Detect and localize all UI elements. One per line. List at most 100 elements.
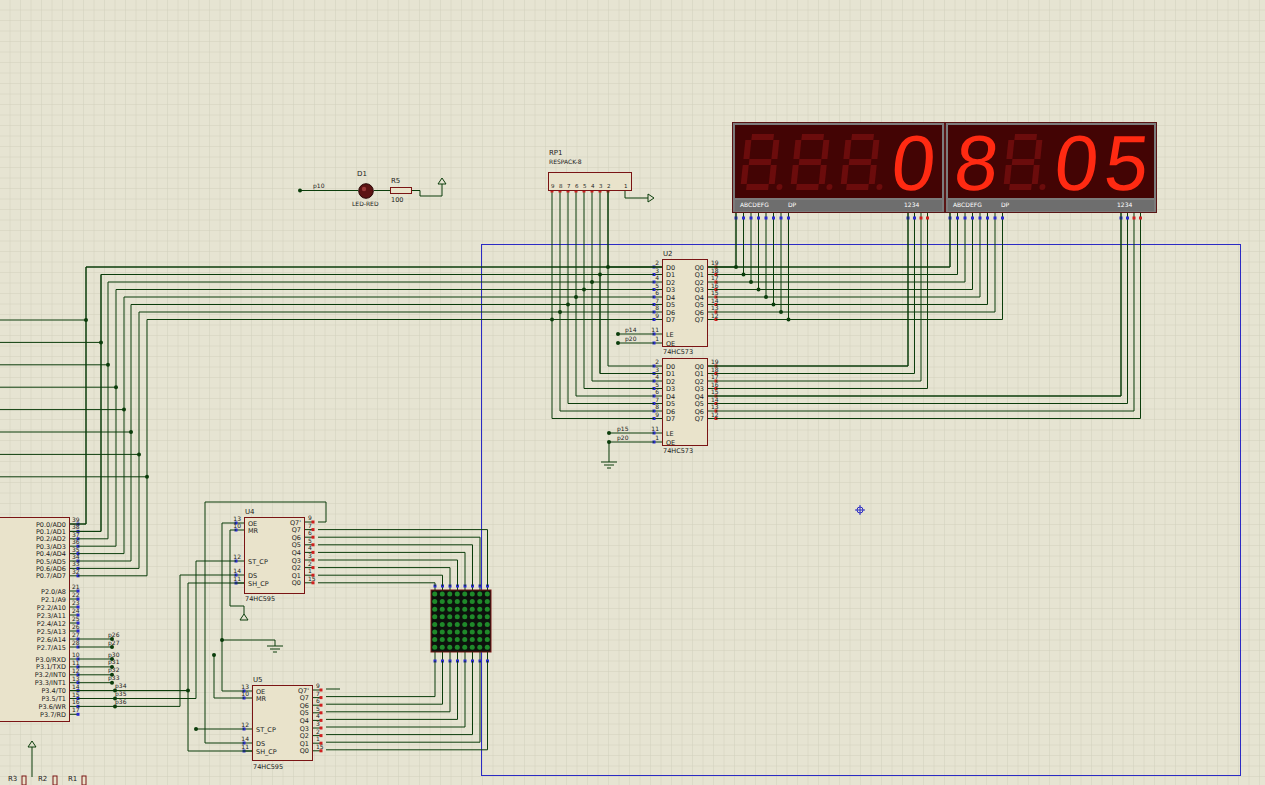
pin-number: 13 [711, 305, 719, 311]
junction-dot [616, 332, 620, 336]
pin-name: Q3 [695, 287, 704, 294]
matrix-led [440, 599, 445, 604]
segment-label: 1234 [1117, 202, 1132, 208]
microcontroller-chip: P0.0/AD0P0.1/AD1P0.2/AD2P0.3/AD3P0.4/AD4… [0, 517, 70, 722]
matrix-led [432, 630, 437, 635]
matrix-led [462, 622, 467, 627]
wire [609, 433, 654, 434]
pin-number: 4 [655, 275, 659, 281]
led-symbol: D1LED-RED [358, 183, 374, 199]
pin-number: 2 [655, 260, 659, 266]
junction-dot [137, 452, 141, 456]
pin-name: Q3 [300, 726, 309, 733]
pin-terminal [920, 217, 923, 220]
segment-label: DP [788, 202, 796, 208]
segment [819, 165, 827, 184]
junction-dot [194, 727, 198, 731]
pin-number: 39 [72, 517, 80, 523]
pin-name: Q0 [695, 364, 704, 371]
matrix-led [470, 637, 475, 642]
wire [568, 191, 654, 404]
wire-connection [608, 191, 662, 267]
matrix-led [477, 645, 482, 650]
wire [326, 661, 480, 742]
wire [326, 661, 488, 750]
pin-terminal [320, 696, 323, 699]
seven-segment-digit [740, 134, 788, 190]
pin-name: D7 [666, 416, 675, 423]
matrix-led [477, 592, 482, 597]
pin-number: 6 [655, 290, 659, 296]
seven-segment-digit [790, 134, 838, 190]
pin-name: Q5 [300, 710, 309, 717]
pin-number: 23 [72, 600, 80, 606]
pin-number: 11 [651, 426, 659, 432]
part-value: 74HC595 [253, 764, 283, 771]
part-reference: RP1 [549, 150, 563, 157]
pin-name: Q7 [695, 317, 704, 324]
pin-name: P3.3/INT1 [35, 680, 66, 687]
pin-terminal [320, 719, 323, 722]
decimal-point [876, 184, 883, 190]
pin-number: 7 [655, 397, 659, 403]
part-value: 100 [391, 197, 403, 204]
matrix-led [485, 630, 490, 635]
pin-number: 24 [72, 608, 80, 614]
power-symbol [648, 194, 654, 202]
wire [716, 218, 908, 366]
led-circle [359, 183, 374, 198]
pin-number: 14 [711, 298, 719, 304]
pin-number: 14 [241, 736, 249, 742]
net-label: p20 [625, 336, 636, 342]
part-value: 74HC595 [245, 596, 275, 603]
matrix-led [447, 599, 452, 604]
pin-name: Q4 [695, 295, 704, 302]
pin-number: 12 [72, 668, 80, 674]
pin-terminal [320, 704, 323, 707]
pin-number: 9 [655, 313, 659, 319]
pin-number: 1 [655, 435, 659, 441]
wire [0, 476, 147, 477]
junction-dot [607, 431, 611, 435]
pin-number: 10 [233, 523, 241, 529]
part-value: 74HC573 [663, 448, 693, 455]
matrix-led [462, 607, 467, 612]
pin-name: SH_CP [248, 581, 269, 588]
wire [716, 218, 1128, 404]
junction-dot [779, 310, 783, 314]
pin-terminal [765, 217, 768, 220]
pin-number: 33 [72, 561, 80, 567]
pin-terminal [312, 566, 315, 569]
part-reference: R3 [8, 776, 17, 783]
led-highlight [362, 186, 366, 190]
pin-terminal [926, 217, 929, 220]
pin-name: D4 [666, 394, 675, 401]
pin-name: OE [256, 689, 265, 696]
matrix-led [440, 607, 445, 612]
segment [1004, 165, 1012, 184]
pin-name: DS [256, 741, 265, 748]
pin-name: MR [248, 528, 258, 535]
wire [716, 218, 915, 374]
junction-dot [114, 385, 118, 389]
led-matrix [431, 590, 491, 652]
segment-label: 1234 [904, 202, 919, 208]
pin-number: 5 [655, 382, 659, 388]
pin-number: 21 [72, 584, 80, 590]
segment [741, 165, 749, 184]
wire [618, 334, 654, 335]
pin-terminal [312, 536, 315, 539]
matrix-led [485, 607, 490, 612]
pin-name: P2.0/A8 [41, 589, 66, 596]
digit: 0 [1051, 124, 1103, 202]
junction-dot [129, 430, 133, 434]
matrix-led [485, 599, 490, 604]
pin-name: LE [666, 431, 674, 438]
matrix-led [440, 630, 445, 635]
pin-number: 18 [711, 367, 719, 373]
pin-number: 34 [72, 554, 80, 560]
pin-name: Q7' [298, 688, 309, 695]
pin-number: 5 [316, 706, 320, 712]
segment [791, 165, 799, 184]
